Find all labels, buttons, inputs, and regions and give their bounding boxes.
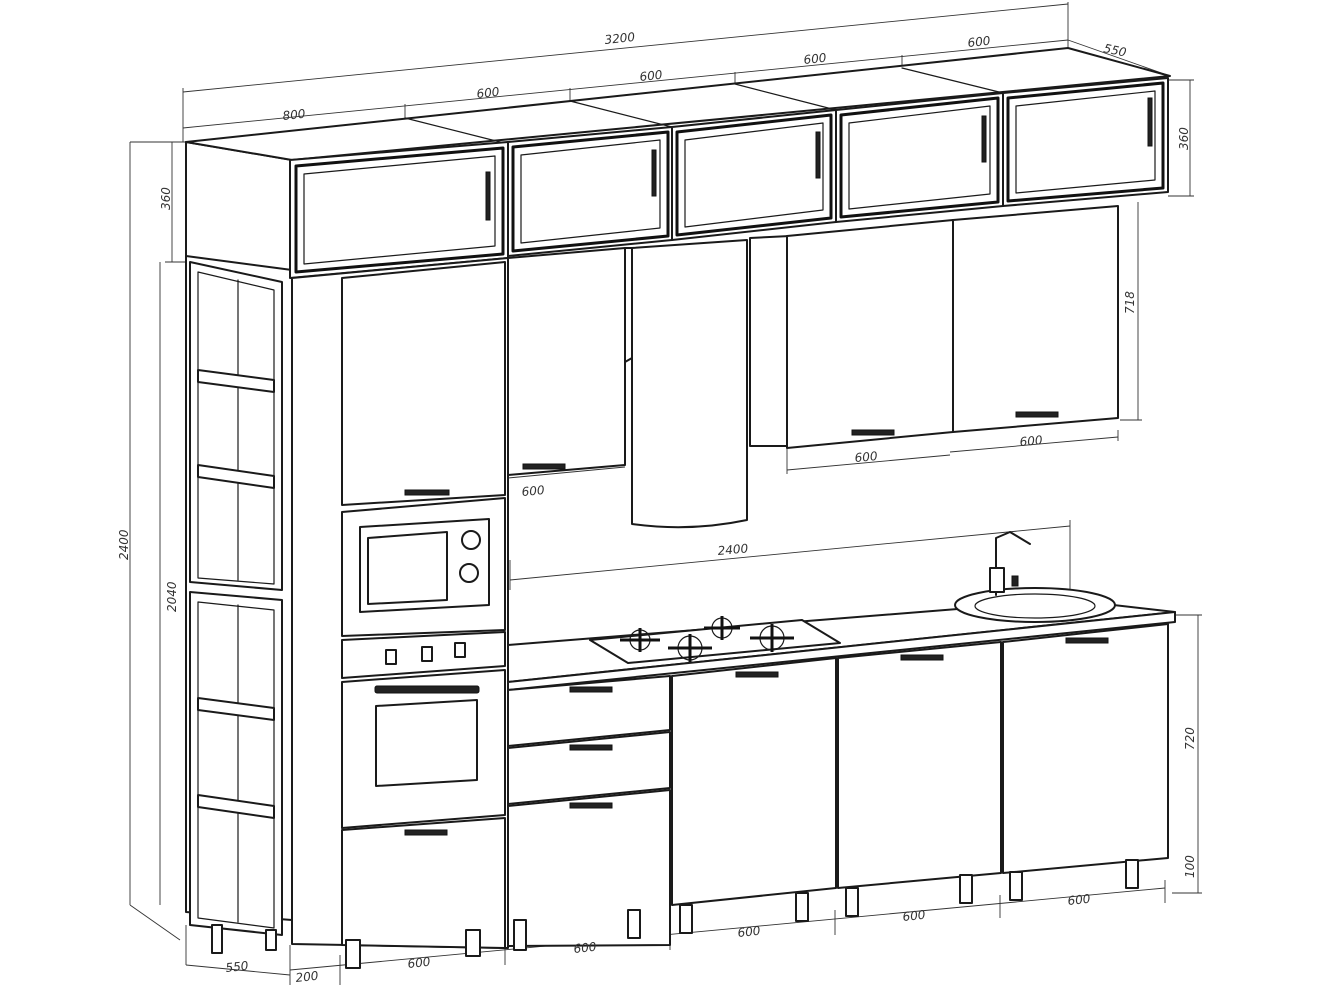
sink-cabinet (1002, 623, 1169, 874)
range-hood (631, 239, 748, 529)
base-cabinets (507, 599, 1176, 951)
dimension-labels: 3200 800 600 600 600 600 550 360 360 240… (117, 30, 1197, 985)
wall-cabinets (507, 205, 1119, 529)
dim-bottom-600-a: 600 (407, 955, 432, 971)
mezzanine-cabinet-2 (507, 126, 673, 257)
dim-wall-600-a: 600 (521, 483, 545, 499)
dim-mezz-right: 360 (1177, 127, 1191, 150)
mezzanine-cabinet-4 (835, 92, 1004, 223)
dim-wall-height: 718 (1123, 291, 1137, 314)
dim-mezz-left: 360 (159, 187, 173, 210)
dim-bottom-600-b: 600 (573, 940, 598, 956)
dim-top-600-b: 600 (639, 68, 664, 84)
open-shelf-column (185, 141, 293, 954)
dimension-lines (129, 2, 1202, 985)
wall-cabinet-center (749, 219, 954, 449)
dim-total-height: 2400 (117, 529, 131, 560)
dim-wall-600-b: 600 (854, 449, 878, 465)
dim-plinth-height: 100 (1183, 855, 1197, 878)
base-cabinet-3 (837, 641, 1002, 889)
dim-depth-top: 550 (1102, 41, 1128, 60)
dim-bottom-200: 200 (295, 969, 320, 985)
gas-hob (589, 616, 841, 664)
dim-base-height: 720 (1183, 727, 1197, 750)
wall-cabinet-left (507, 247, 633, 476)
sink (954, 587, 1116, 623)
drawer-unit (507, 675, 671, 947)
dim-top-800: 800 (282, 107, 307, 123)
mezzanine-cabinet-5 (1002, 77, 1169, 207)
faucet (989, 531, 1031, 596)
mezzanine-cabinet-3 (671, 109, 837, 241)
wall-cabinet-right (952, 205, 1119, 433)
dim-bottom-600-c: 600 (737, 924, 762, 940)
dim-wall-600-c: 600 (1019, 433, 1043, 449)
dim-column-height: 2040 (165, 581, 179, 612)
mezzanine-cabinet-1 (289, 141, 509, 279)
hob-cabinet (671, 657, 837, 906)
dim-bottom-depth: 550 (225, 959, 250, 975)
oven (341, 669, 506, 829)
dim-top-600-c: 600 (803, 51, 828, 67)
dim-bottom-600-e: 600 (1067, 892, 1092, 908)
dim-top-600-a: 600 (476, 85, 501, 101)
tall-appliance-unit (291, 257, 509, 969)
dim-counter-length: 2400 (717, 541, 749, 558)
dim-top-600-d: 600 (967, 34, 992, 50)
dim-total-width: 3200 (604, 30, 636, 47)
dim-bottom-600-d: 600 (902, 908, 927, 924)
microwave (341, 497, 506, 637)
mezzanine-cabinets (185, 47, 1171, 279)
